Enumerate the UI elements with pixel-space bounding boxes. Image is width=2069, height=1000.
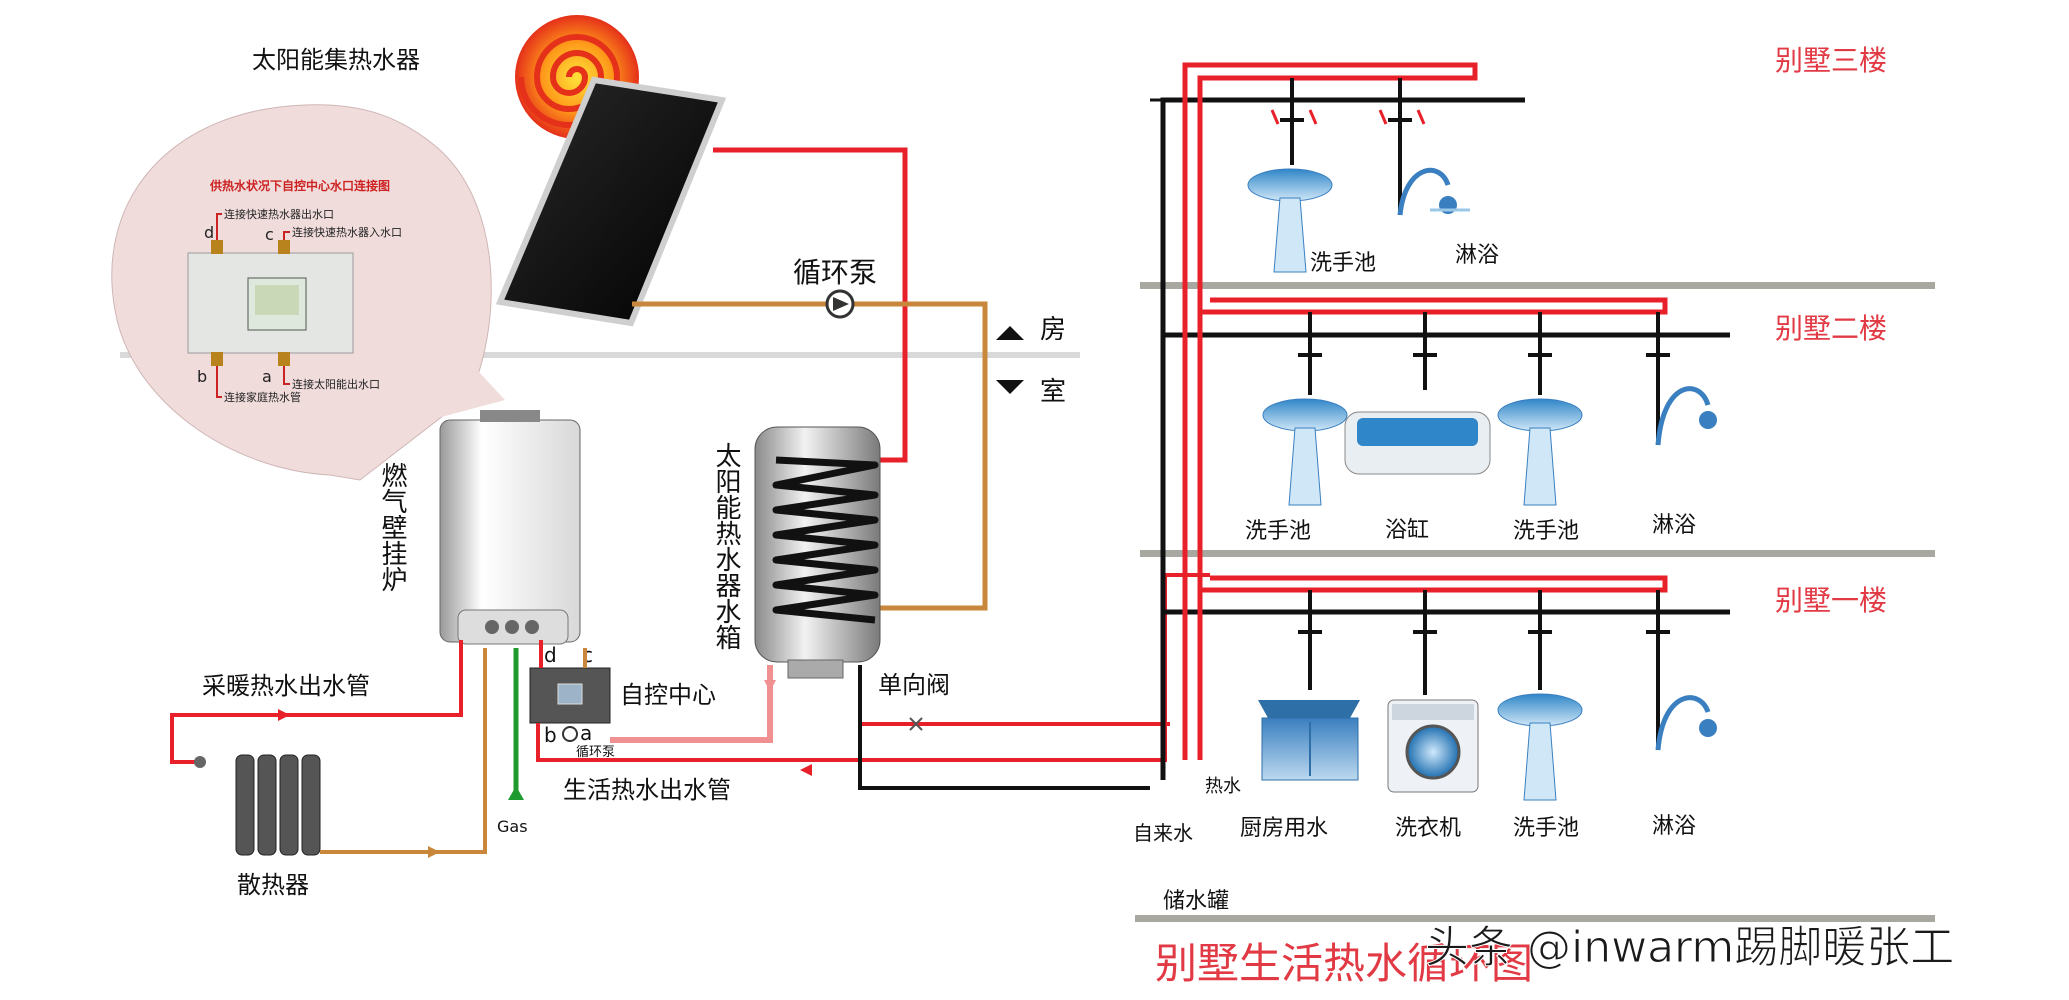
floor-2-valves <box>1298 312 1670 445</box>
gas-boiler <box>439 410 581 645</box>
bubble-port-d-label: 连接快速热水器出水口 <box>224 207 334 221</box>
floor-1-basin-icon <box>1497 693 1583 801</box>
small-pump-label: 循环泵 <box>576 745 615 760</box>
cold-feed-pipe <box>858 665 1150 790</box>
floor-1-fixture-1: 厨房用水 <box>1240 816 1328 841</box>
radiator <box>194 754 321 856</box>
floor-1-title: 别墅一楼 <box>1775 584 1887 617</box>
solar-panel <box>495 76 727 327</box>
floor-2-basin-icon-1 <box>1262 398 1348 506</box>
floor-2-fixture-1: 洗手池 <box>1245 519 1311 544</box>
floor-3-shower-icon <box>1397 167 1470 216</box>
floor-2-fixture-2: 浴缸 <box>1385 518 1429 543</box>
storage-slab <box>1135 915 1935 922</box>
floor-1-washing-machine-icon <box>1387 699 1479 793</box>
solar-water-tank <box>754 426 881 679</box>
small-pump-icon <box>562 726 578 742</box>
heating-return-pipe <box>320 648 487 854</box>
storage-tank-label: 储水罐 <box>1163 889 1229 914</box>
indoor-up-label: 房 <box>1040 315 1066 345</box>
control-center-label: 自控中心 <box>620 681 716 709</box>
bubble-letter-a: a <box>262 367 272 386</box>
floor-1-shower-icon <box>1655 695 1717 751</box>
bubble-port-a-label: 连接太阳能出水口 <box>292 377 380 391</box>
hot-riser <box>1182 62 1478 760</box>
floor-3-basin-icon <box>1247 168 1333 273</box>
floor-3-fixture-2: 淋浴 <box>1455 243 1499 268</box>
bubble-port-b-label: 连接家庭热水管 <box>224 390 301 404</box>
bubble-letter-d: d <box>204 223 214 242</box>
circulation-pump-icon <box>825 289 855 319</box>
floor-1-fixture-4: 淋浴 <box>1652 814 1696 839</box>
floor-1-valves <box>1298 590 1670 750</box>
floor-2-fixture-4: 淋浴 <box>1652 513 1696 538</box>
check-valve-label: 单向阀 <box>878 671 950 699</box>
floor-3-title: 别墅三楼 <box>1775 44 1887 77</box>
bubble-controller-box <box>187 252 354 354</box>
radiator-label: 散热器 <box>237 871 309 899</box>
floor-1-kitchen-cabinet-icon <box>1258 700 1360 781</box>
domestic-out-label: 生活热水出水管 <box>563 776 731 804</box>
heating-out-label: 采暖热水出水管 <box>202 672 370 700</box>
solar-return-pipe <box>632 301 988 611</box>
bubble-title: 供热水状况下自控中心水口连接图 <box>209 178 390 193</box>
floor-2-fixture-3: 洗手池 <box>1513 519 1579 544</box>
gas-label: Gas <box>497 817 528 836</box>
floor-slab-2 <box>1140 550 1935 557</box>
heating-supply-pipe <box>170 640 463 764</box>
boiler-label: 燃气壁挂炉 <box>377 462 407 592</box>
floor-1-fixture-2: 洗衣机 <box>1395 816 1461 841</box>
indoor-down-label: 室 <box>1040 377 1066 407</box>
floor-2-bathtub-icon <box>1344 411 1491 475</box>
floor-3-valve-2 <box>1378 78 1426 215</box>
indoor-down-icon <box>996 380 1024 394</box>
indoor-up-icon <box>996 326 1024 340</box>
port-a-label: a <box>580 721 592 745</box>
tap-water-label: 自来水 <box>1133 821 1193 845</box>
bubble-letter-b: b <box>197 367 207 386</box>
floor-2-shower-icon <box>1655 386 1717 446</box>
port-d-label: d <box>544 643 557 667</box>
tank-label: 太阳能热水器水箱 <box>711 442 741 650</box>
indoor-outdoor-divider <box>120 352 1080 358</box>
bubble-port-c-label: 连接快速热水器入水口 <box>292 226 402 239</box>
floor-3-valve-1 <box>1270 78 1318 165</box>
pump-label: 循环泵 <box>793 256 877 289</box>
watermark: 头条 @inwarm踢脚暖张工 <box>1425 922 1954 973</box>
floor-2-basin-icon-2 <box>1497 398 1583 506</box>
floor-2-title: 别墅二楼 <box>1775 312 1887 345</box>
controller-connection-bubble: 供热水状况下自控中心水口连接图 d c a b 连接快速热水器出水口 连接快速热… <box>111 104 505 481</box>
floor-slab-3 <box>1140 282 1935 289</box>
floor-3-fixture-1: 洗手池 <box>1310 251 1376 276</box>
solar-collector-label: 太阳能集热水器 <box>252 46 420 74</box>
floor-1-fixture-3: 洗手池 <box>1513 816 1579 841</box>
diagram-title: 别墅生活热水循环图 <box>1155 939 1533 988</box>
bubble-letter-c: c <box>265 225 274 244</box>
port-c-label: c <box>582 643 593 667</box>
port-b-label: b <box>544 723 557 747</box>
hot-water-label: 热水 <box>1205 776 1241 797</box>
